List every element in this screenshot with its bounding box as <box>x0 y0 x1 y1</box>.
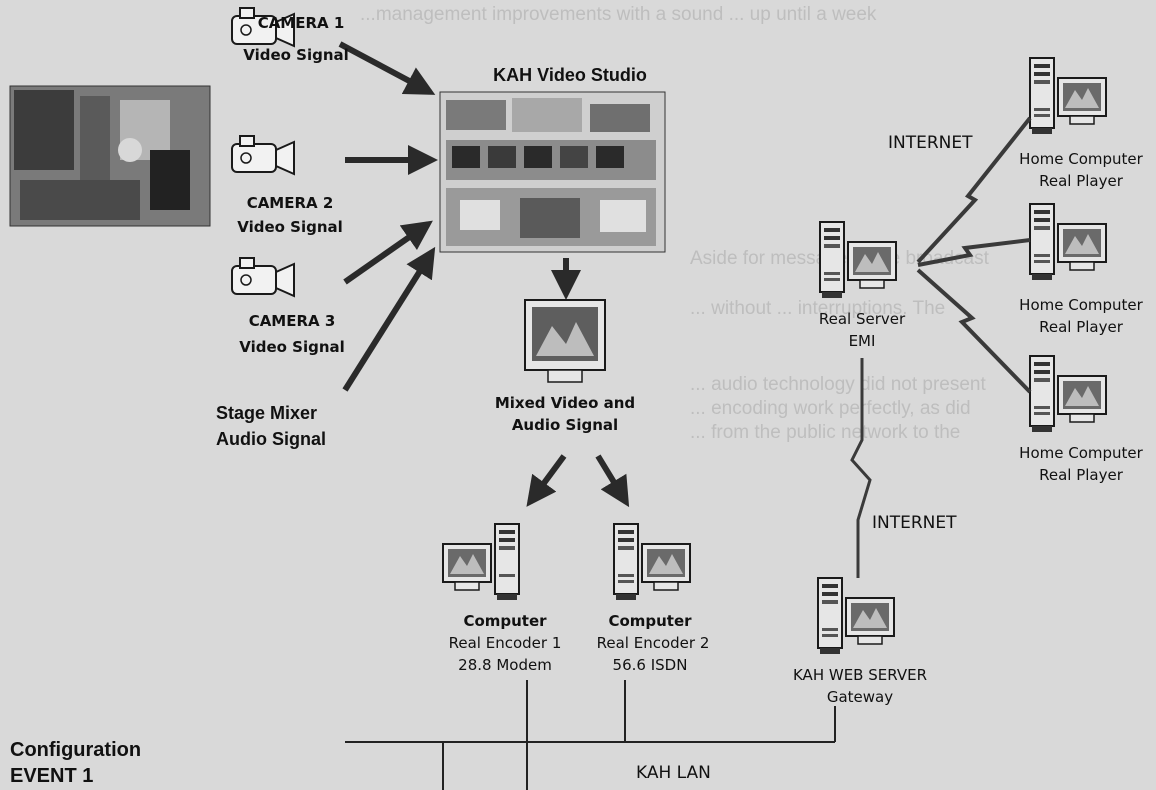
home-computer-3-line2: Real Player <box>1006 466 1156 485</box>
real-server-computer-icon <box>820 222 896 298</box>
encoder-1-line1: Computer <box>430 612 580 631</box>
encoder-2-line1: Computer <box>575 612 725 631</box>
home-computer-1-line1: Home Computer <box>1006 150 1156 169</box>
encoder-1-line2: Real Encoder 1 <box>420 634 590 653</box>
mixed-to-encoder-1-arrow <box>530 456 564 502</box>
home-computer-2-line2: Real Player <box>1006 318 1156 337</box>
encoder-2-line2: Real Encoder 2 <box>568 634 738 653</box>
bleed-line: ...management improvements with a sound … <box>360 4 877 25</box>
mixed-to-encoder-2-arrow <box>598 456 626 502</box>
web-server-computer-icon <box>818 578 894 654</box>
encoder-2-computer-icon <box>614 524 690 600</box>
encoder-1-line3: 28.8 Modem <box>430 656 580 675</box>
camera-3-name: CAMERA 3 <box>222 312 362 331</box>
home-computer-1-icon <box>1030 58 1106 134</box>
real-server-line2: EMI <box>792 332 932 351</box>
camera-3-icon <box>232 258 294 296</box>
bleed-line: ... from the public network to the <box>690 422 960 443</box>
camera-3-signal: Video Signal <box>222 338 362 357</box>
home-computer-3-line1: Home Computer <box>1006 444 1156 463</box>
mixer-label-line1: Stage Mixer <box>216 402 317 425</box>
config-event: EVENT 1 <box>10 764 93 788</box>
camera-1-signal: Video Signal <box>226 46 366 65</box>
camera-2-icon <box>232 136 294 174</box>
studio-title: KAH Video Studio <box>470 64 670 87</box>
lan-label: KAH LAN <box>636 764 711 783</box>
studio-photo <box>440 92 665 252</box>
encoder-1-computer-icon <box>443 524 519 600</box>
internet-label-top: INTERNET <box>888 134 973 153</box>
bleed-line: ... encoding work perfectly, as did <box>690 398 971 419</box>
lan-lines <box>345 680 835 790</box>
camera-2-signal: Video Signal <box>220 218 360 237</box>
camera-2-name: CAMERA 2 <box>220 194 360 213</box>
home-computer-2-icon <box>1030 204 1106 280</box>
home-computer-1-line2: Real Player <box>1006 172 1156 191</box>
mixed-label-line2: Audio Signal <box>480 416 650 435</box>
mixer-label-line2: Audio Signal <box>216 428 326 451</box>
internet-label-bottom: INTERNET <box>872 514 957 533</box>
bleed-line: ... audio technology did not present <box>690 374 986 395</box>
mixed-video-monitor-icon <box>525 300 605 382</box>
config-title: Configuration <box>10 738 141 762</box>
camera-1-name: CAMERA 1 <box>226 14 376 33</box>
real-server-line1: Real Server <box>792 310 932 329</box>
mixed-label-line1: Mixed Video and <box>480 394 650 413</box>
web-server-line1: KAH WEB SERVER <box>770 666 950 685</box>
web-server-line2: Gateway <box>790 688 930 707</box>
encoder-2-line3: 56.6 ISDN <box>575 656 725 675</box>
home-computer-2-line1: Home Computer <box>1006 296 1156 315</box>
stage-photo <box>10 86 210 226</box>
home-computer-3-icon <box>1030 356 1106 432</box>
